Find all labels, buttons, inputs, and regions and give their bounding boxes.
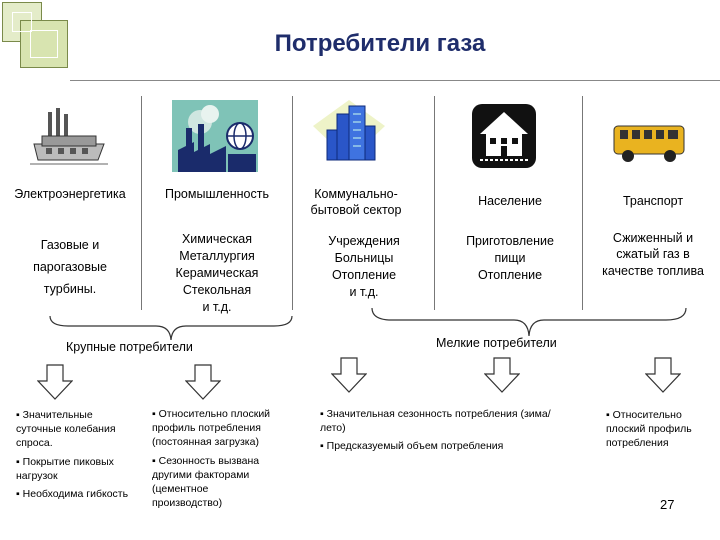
detail-line: Сжиженный и	[612, 231, 694, 245]
details-transport: Сжиженный и сжатый газ в качестве топлив…	[586, 230, 720, 279]
detail-line: и т.д.	[349, 284, 379, 299]
column-separator	[582, 96, 583, 310]
page-title: Потребители газа	[274, 30, 486, 57]
down-arrow-icon	[185, 364, 221, 400]
detail-line: Приготовление	[466, 234, 554, 248]
notes-large-industry: ▪ Относительно плоский профиль потреблен…	[152, 407, 280, 514]
logo	[2, 2, 72, 72]
column-separator	[292, 96, 293, 310]
details-energy: Газовые и парогазовые турбины.	[2, 235, 138, 301]
details-communal: Учреждения Больницы Отопление и т.д.	[296, 233, 432, 301]
notes-small-communal: ▪ Значительная сезонность потребления (з…	[320, 407, 560, 458]
note-item: ▪ Необходима гибкость	[16, 487, 129, 500]
title-divider	[70, 80, 720, 81]
detail-line: сжатый газ в	[616, 247, 690, 262]
large-consumers-label: Крупные потребители	[66, 340, 193, 354]
detail-line: Больницы	[334, 250, 394, 265]
details-industry: Химическая Металлургия Керамическая Стек…	[144, 231, 290, 315]
down-arrow-icon	[37, 364, 73, 400]
down-arrow-icon	[645, 357, 681, 393]
detail-line: Стекольная	[182, 282, 252, 297]
notes-large-energy: ▪ Значительные суточные колебания спроса…	[16, 408, 134, 505]
category-energy: Электроэнергетика	[14, 187, 126, 201]
category-industry: Промышленность	[165, 187, 269, 201]
detail-line: Химическая	[181, 232, 253, 246]
detail-line: Газовые и	[40, 238, 100, 252]
note-item: ▪ Покрытие пиковых нагрузок	[16, 455, 114, 482]
small-consumers-brace	[371, 307, 687, 337]
detail-line: Учреждения	[328, 234, 400, 248]
note-item: ▪ Относительно плоский профиль потреблен…	[152, 408, 271, 449]
detail-line: Керамическая	[175, 265, 259, 280]
note-item: ▪ Предсказуемый объем потребления	[320, 440, 504, 453]
detail-line: пищи	[494, 250, 526, 265]
category-transport: Транспорт	[622, 194, 684, 208]
power-plant-icon	[30, 108, 108, 165]
small-consumers-label: Мелкие потребители	[436, 336, 557, 350]
note-item: ▪ Значительные суточные колебания спроса…	[16, 409, 116, 450]
house-icon	[472, 104, 536, 168]
note-item: ▪ Сезонность вызвана другими факторами (…	[152, 454, 260, 510]
down-arrow-icon	[331, 357, 367, 393]
column-separator	[141, 96, 142, 310]
details-population: Приготовление пищи Отопление	[438, 233, 582, 284]
detail-line: Металлургия	[179, 248, 255, 263]
column-separator	[434, 96, 435, 310]
detail-line: качестве топлива	[602, 263, 704, 278]
detail-line: и т.д.	[202, 299, 232, 314]
note-item: ▪ Значительная сезонность потребления (з…	[320, 408, 551, 435]
page-number: 27	[660, 497, 675, 512]
category-population: Население	[478, 194, 542, 208]
detail-line: Отопление	[477, 267, 543, 282]
detail-line: Отопление	[331, 267, 397, 282]
down-arrow-icon	[484, 357, 520, 393]
city-buildings-icon	[313, 100, 385, 161]
notes-small-transport: ▪ Относительно плоский профиль потреблен…	[606, 408, 712, 455]
large-consumers-brace	[49, 315, 293, 341]
note-item: ▪ Относительно плоский профиль потреблен…	[606, 409, 692, 450]
detail-line: турбины.	[43, 281, 97, 296]
category-communal: Коммунально-бытовой сектор	[310, 187, 402, 218]
industry-icon	[172, 100, 258, 172]
bus-icon	[613, 125, 685, 162]
detail-line: парогазовые	[33, 259, 107, 274]
